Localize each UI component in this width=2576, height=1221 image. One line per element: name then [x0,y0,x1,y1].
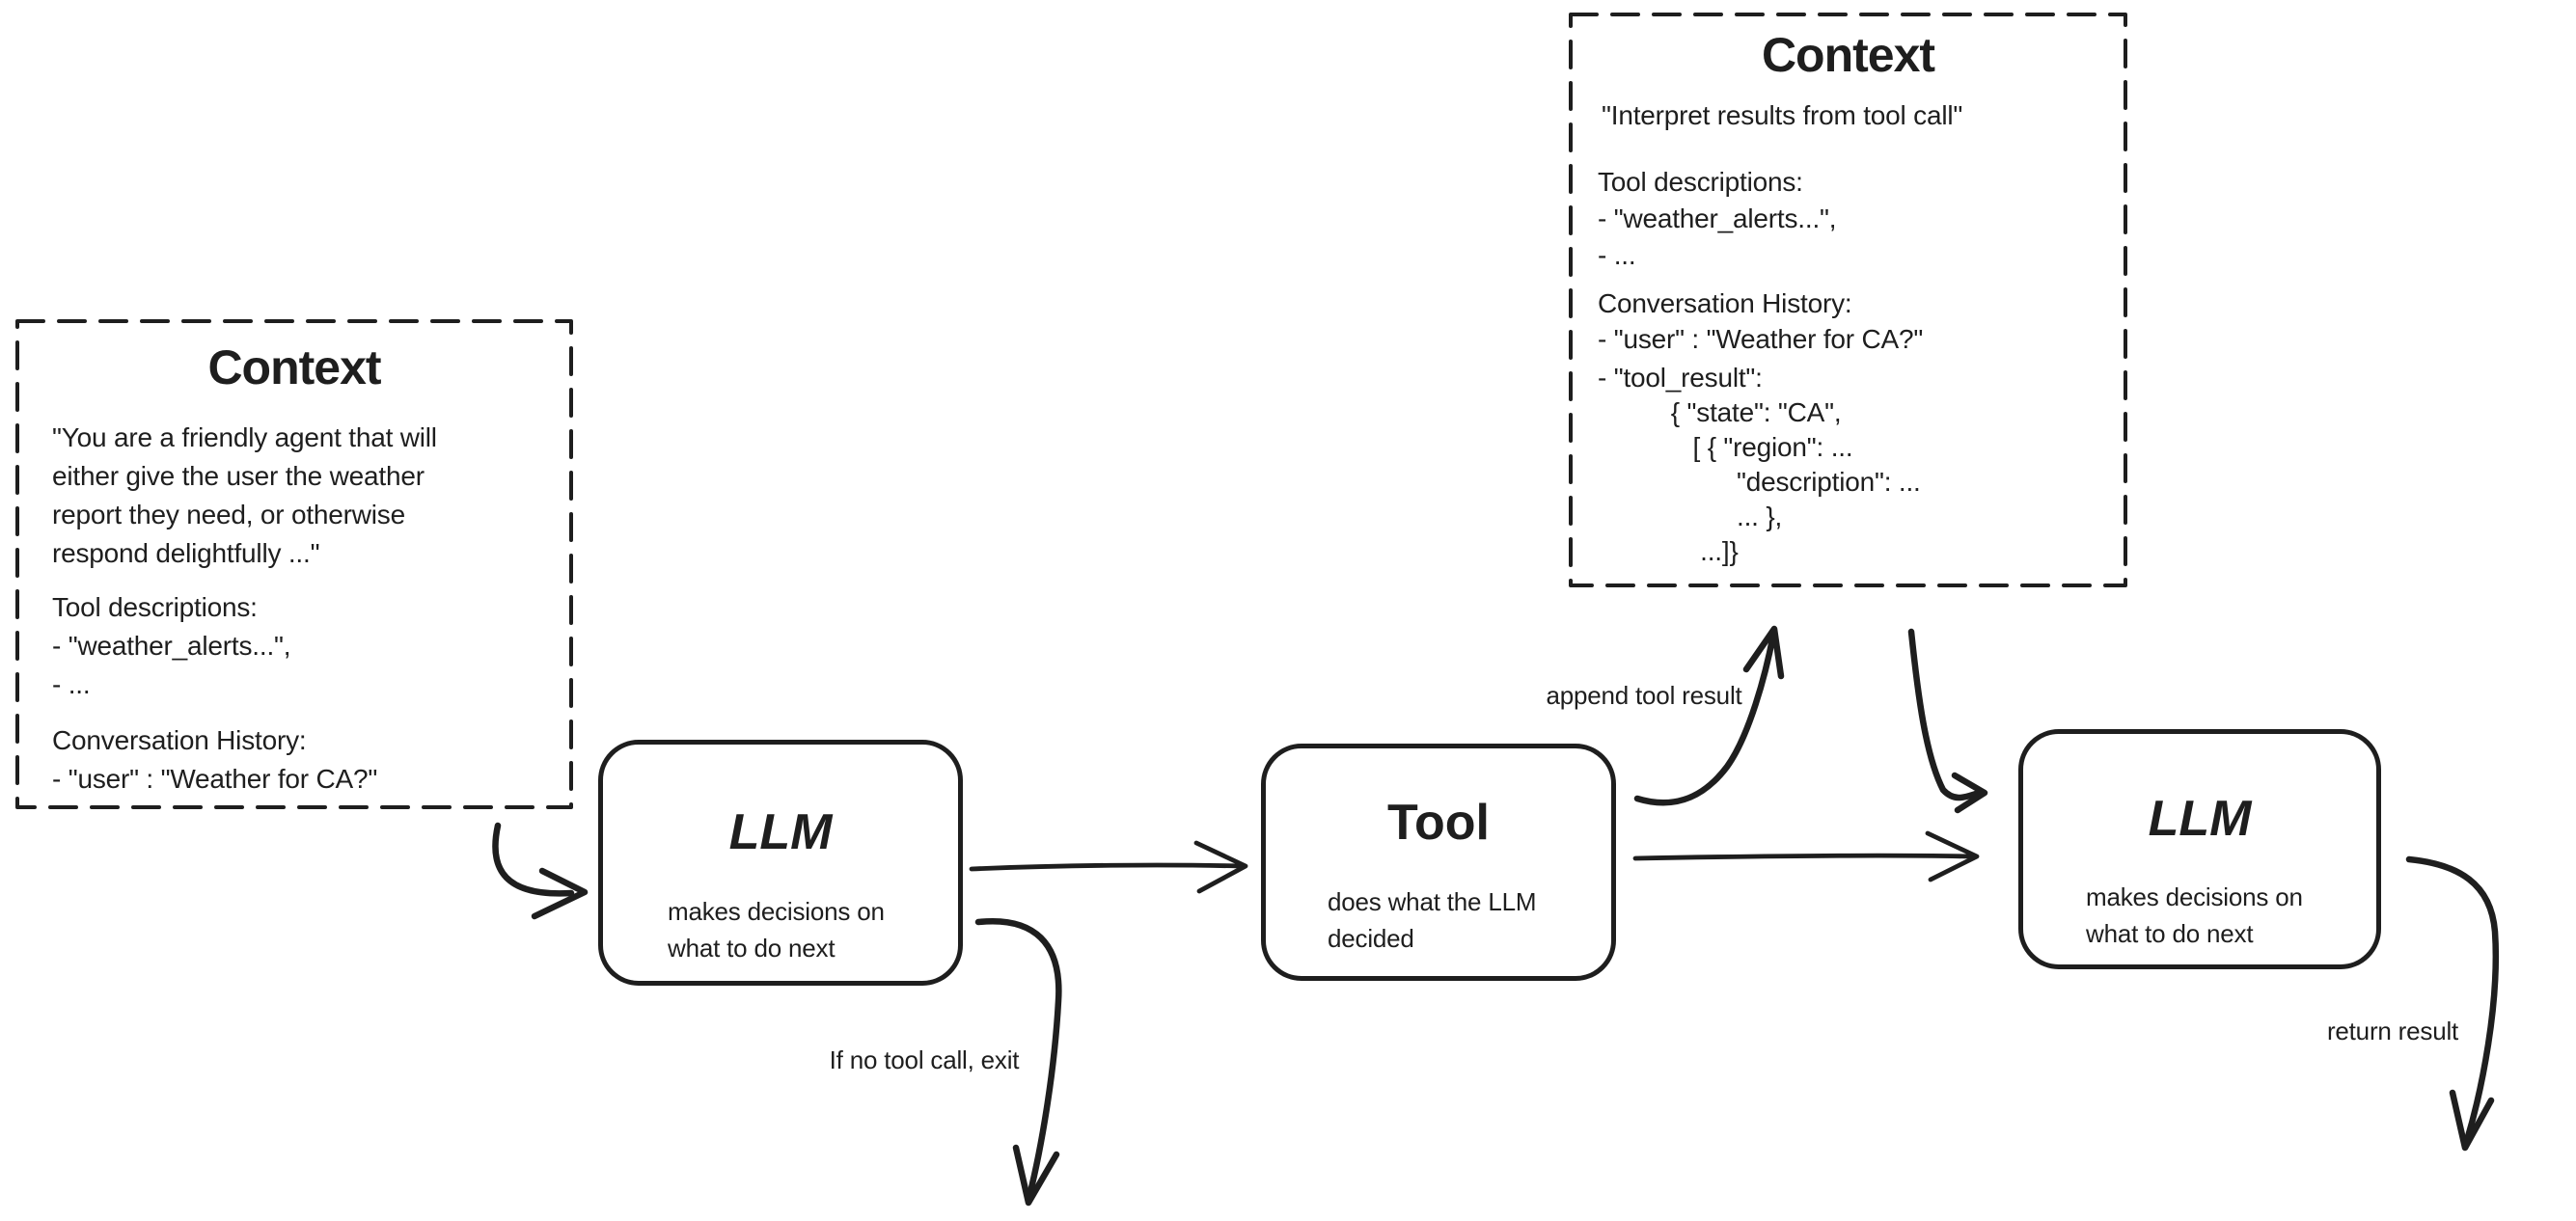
context-right-instruction: "Interpret results from tool call" [1602,100,1963,130]
context-right-conversation-history: Conversation History: - "user" : "Weathe… [1598,288,1924,354]
context-left-title: Context [207,340,381,394]
arrow-context-right-to-llm2 [1907,628,1988,814]
context-right-tool-descriptions: Tool descriptions: - "weather_alerts..."… [1598,167,1837,270]
node-llm-2 [2018,729,2381,969]
context-left-system-prompt: "You are a friendly agent that will eith… [52,422,437,568]
node-llm-1-title: LLM [728,804,833,860]
edge-label-append-tool-result: append tool result [1546,681,1742,710]
node-tool [1261,744,1616,981]
arrow-context-left-to-llm1 [492,822,589,920]
context-right-tool-result: - "tool_result": { "state": "CA", [ { "r… [1598,363,1921,566]
node-llm-1-subtitle: makes decisions on what to do next [668,897,885,963]
context-right-title: Context [1761,28,1935,82]
node-tool-subtitle: does what the LLM decided [1328,887,1537,953]
arrow-llm1-exit [974,917,1062,1207]
edge-label-no-tool-call-exit: If no tool call, exit [829,1045,1020,1074]
arrow-llm2-return [2405,855,2500,1152]
arrow-tool-to-context-right [1633,625,1785,806]
node-tool-title: Tool [1387,795,1490,851]
context-left-border [15,319,573,809]
node-llm-2-subtitle: makes decisions on what to do next [2086,882,2303,948]
context-left-conversation-history: Conversation History: - "user" : "Weathe… [52,725,378,794]
node-llm-2-title: LLM [2148,791,2252,847]
arrow-tool-to-llm2 [1632,830,1980,882]
node-llm-1 [598,740,963,986]
context-left-tool-descriptions: Tool descriptions: - "weather_alerts..."… [52,592,291,699]
edge-label-return-result: return result [2326,1017,2459,1045]
arrow-llm1-to-tool [969,840,1248,894]
context-right-border [1569,13,2127,587]
